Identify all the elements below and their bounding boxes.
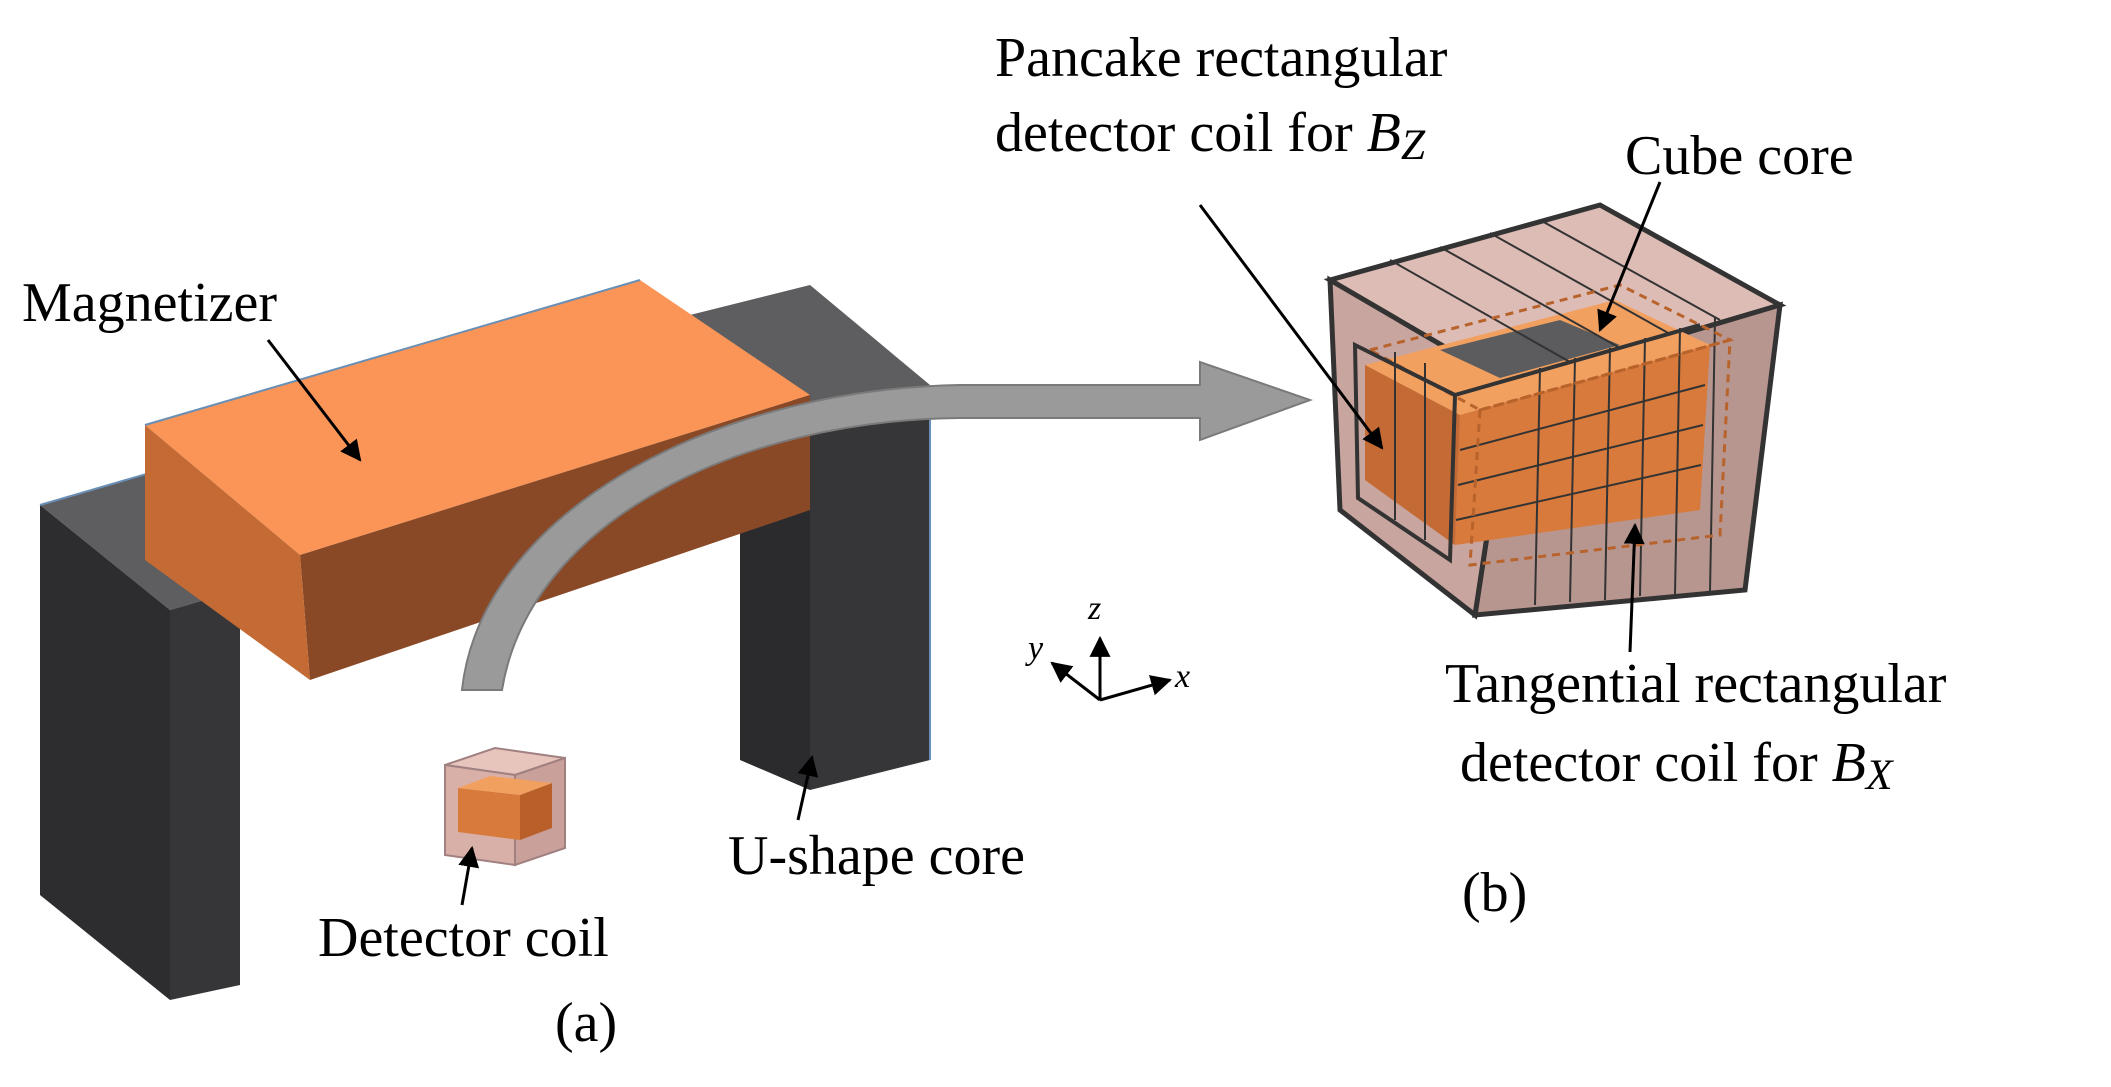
magnetizer	[144, 279, 810, 680]
inner-coil-left	[1365, 365, 1460, 545]
magnetizer-left	[145, 425, 310, 680]
pointer-arrows	[266, 181, 1662, 906]
magnetizer-label: Magnetizer	[22, 272, 277, 334]
pancake-coil-label-line1: Pancake rectangular	[995, 27, 1448, 89]
tangential-coil-windings	[1389, 219, 1721, 606]
zoom-arrow	[460, 360, 1313, 691]
u-shape-core-label: U-shape core	[728, 825, 1025, 887]
tangential-coil-symbol: B	[1831, 732, 1866, 794]
pancake-coil-subscript: Z	[1400, 120, 1426, 169]
axis-x-label: x	[1175, 658, 1191, 695]
pancake-coil-windings	[1455, 384, 1706, 521]
u-core-back-top	[690, 285, 930, 415]
u-core-left-leg-front	[170, 575, 290, 1000]
detector-coil-label: Detector coil	[318, 907, 609, 969]
cube-core-label: Cube core	[1625, 125, 1854, 187]
u-core-left-leg-side	[40, 505, 170, 1000]
u-core-back-right-leg-front	[810, 385, 930, 790]
inner-coil-front	[1455, 345, 1710, 545]
cube-core	[1440, 320, 1620, 378]
magnetizer-top	[145, 280, 810, 555]
axis-y-label: y	[1028, 630, 1044, 667]
axis-z-label: z	[1088, 590, 1102, 627]
pancake-coil-label-line2: detector coil for BZ	[995, 105, 1425, 168]
tangential-coil-label-line2: detector coil for BX	[1460, 735, 1893, 798]
pancake-coil-label-text: detector coil for	[995, 102, 1353, 164]
enlarged-detector-coil	[1323, 202, 1787, 620]
tangential-coil-label-text: detector coil for	[1460, 732, 1818, 794]
tangential-coil-label-line1: Tangential rectangular	[1445, 653, 1947, 715]
detector-coil-small	[444, 746, 566, 867]
pancake-coil-symbol: B	[1366, 102, 1401, 164]
axis-triad	[1050, 635, 1173, 702]
panel-b-caption: (b)	[1462, 862, 1528, 924]
tangential-coil-subscript: X	[1865, 750, 1893, 799]
panel-a-caption: (a)	[555, 992, 618, 1054]
